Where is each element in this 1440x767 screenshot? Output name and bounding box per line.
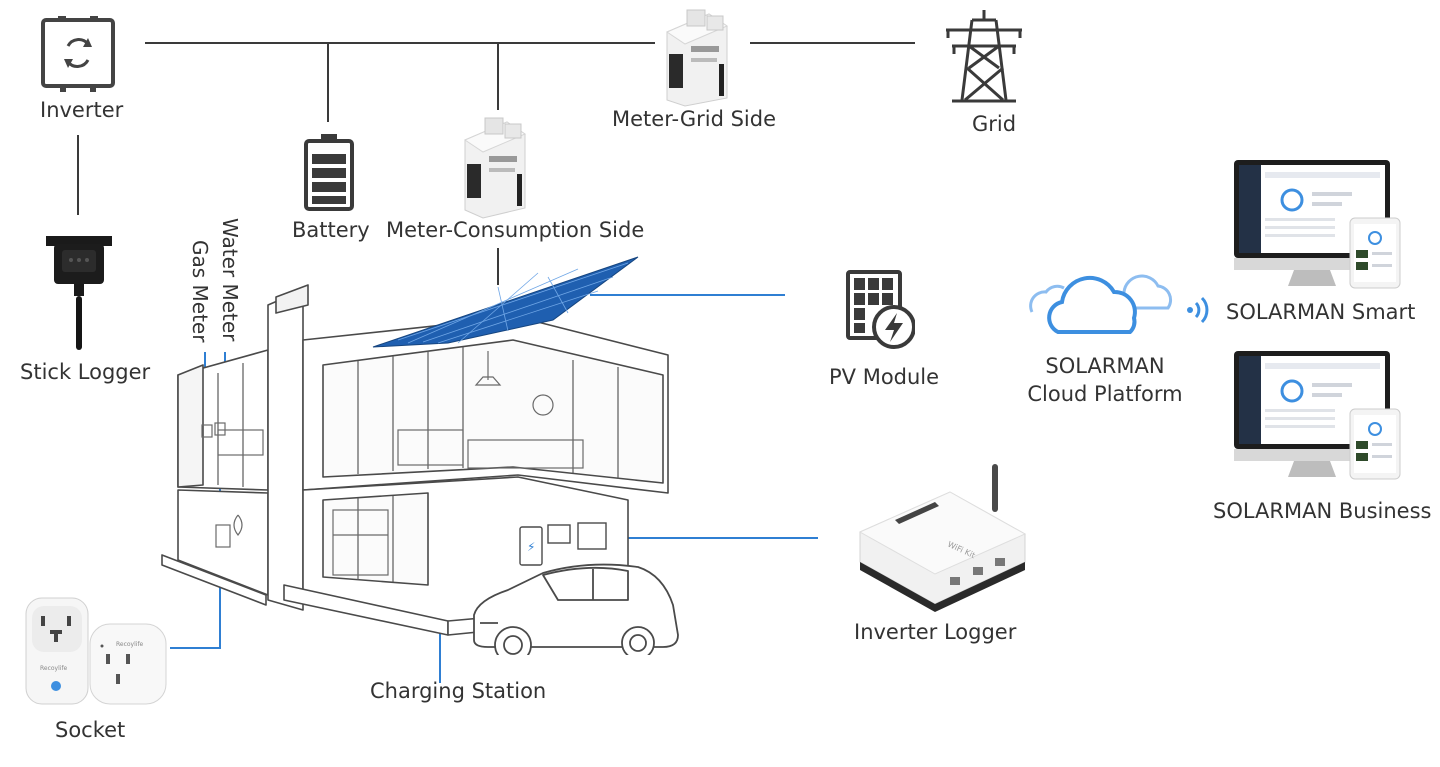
cloud-platform-label-line1: SOLARMAN xyxy=(1045,354,1165,378)
meter-grid-label: Meter-Grid Side xyxy=(612,107,776,131)
inverter-logger-label: Inverter Logger xyxy=(854,620,1017,644)
svg-text:⚡: ⚡ xyxy=(527,540,535,554)
cloud-icon xyxy=(1029,274,1173,334)
meter-consumption-icon xyxy=(463,117,527,219)
socket-brand-text-a: Recoylife xyxy=(40,665,68,672)
smart-socket-icon: Recoylife Recoylife xyxy=(25,597,167,705)
monitor-icon-business xyxy=(1234,351,1401,480)
meter-consumption-label: Meter-Consumption Side xyxy=(386,218,645,242)
solarman-smart-label: SOLARMAN Smart xyxy=(1226,300,1416,324)
grid-label: Grid xyxy=(972,112,1017,136)
inverter-icon xyxy=(41,16,115,92)
stick-logger-icon xyxy=(46,236,112,350)
battery-label: Battery xyxy=(292,218,370,242)
house-icon: ⚡ xyxy=(161,256,679,655)
wireless-signal-icon xyxy=(1187,296,1209,324)
monitor-icon xyxy=(1234,160,1401,289)
pv-module-label: PV Module xyxy=(829,365,940,389)
socket-brand-text-b: Recoylife xyxy=(116,641,144,648)
transmission-tower-icon xyxy=(946,10,1022,103)
cloud-platform-label-line2: Cloud Platform xyxy=(1027,382,1183,406)
inverter-label: Inverter xyxy=(40,98,124,122)
inverter-logger-icon: WiFi Kit xyxy=(858,464,1027,612)
meter-grid-icon xyxy=(665,9,729,107)
solarman-business-label: SOLARMAN Business xyxy=(1213,499,1432,523)
stick-logger-label: Stick Logger xyxy=(20,360,151,384)
battery-icon xyxy=(304,134,354,211)
solar-panel-icon xyxy=(846,270,915,349)
charging-station-label: Charging Station xyxy=(370,679,547,703)
socket-label: Socket xyxy=(55,718,126,742)
